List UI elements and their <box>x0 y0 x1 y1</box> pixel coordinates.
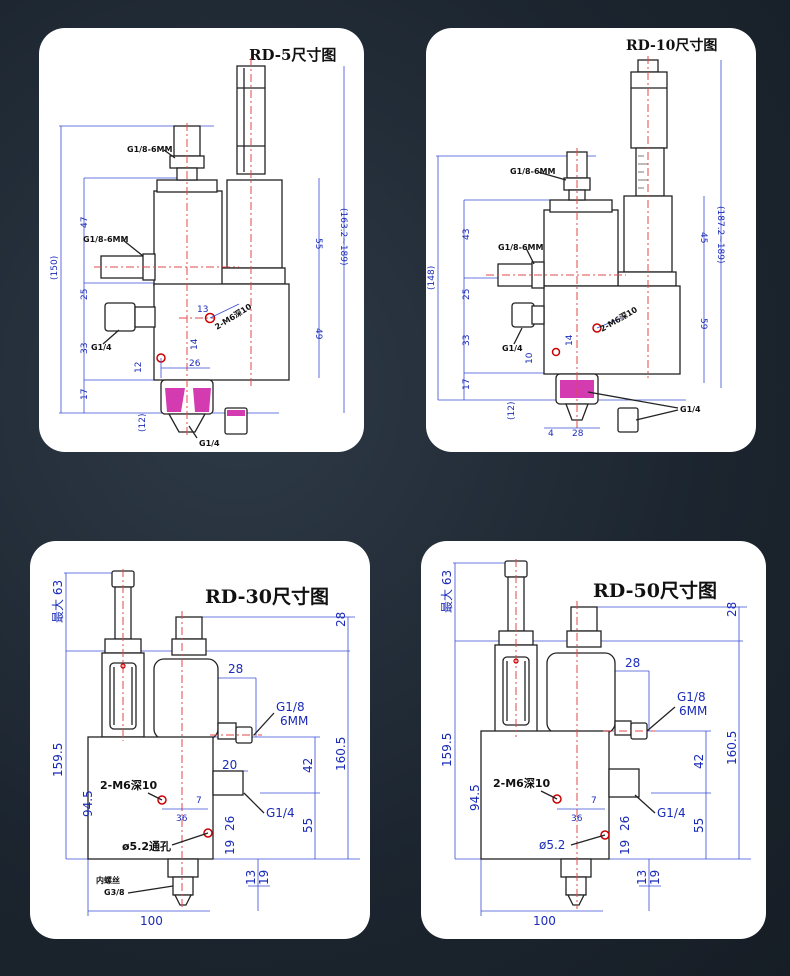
rd30-dim-42: 42 <box>301 758 315 773</box>
rd5-label-top-port: G1/8-6MM <box>127 145 172 154</box>
rd50-dim-94-5: 94.5 <box>468 784 482 811</box>
rd10-dim-43: 43 <box>462 229 472 240</box>
rd30-dim-26: 26 <box>223 816 237 831</box>
rd30-dim-max-63: 最大 63 <box>51 580 65 623</box>
rd50-dim-42: 42 <box>692 754 706 769</box>
rd10-dim-59: 59 <box>698 318 708 330</box>
rd30-dim-20: 20 <box>222 758 237 772</box>
rd5-label-side-port: G1/8-6MM <box>83 235 128 244</box>
rd50-dim-159-5: 159.5 <box>440 733 454 767</box>
rd10-dim-33: 33 <box>462 335 472 346</box>
rd10-dim-17: 17 <box>462 379 472 390</box>
rd10-dim-12: (12) <box>507 402 517 420</box>
rd50-label-through-hole: ø5.2 <box>539 838 565 852</box>
rd5-title: RD-5尺寸图 <box>249 46 336 64</box>
rd30-dim-159-5: 159.5 <box>51 743 65 777</box>
rd50-dim-13: 13 <box>635 870 649 885</box>
rd30-dim-7: 7 <box>196 796 202 806</box>
rd30-dim-28-top: 28 <box>334 612 348 627</box>
rd50-dim-36: 36 <box>571 814 583 824</box>
rd30-dim-36: 36 <box>176 814 188 824</box>
rd10-dim-25: 25 <box>462 289 472 300</box>
rd30-dim-55: 55 <box>301 818 315 833</box>
rd50-drawing: RD-50尺寸图 <box>440 559 751 928</box>
rd30-label-port-size: 6MM <box>280 714 308 728</box>
rd10-drawing-card: RD-10尺寸图 <box>426 28 756 452</box>
rd30-title: RD-30尺寸图 <box>205 585 329 608</box>
rd5-dim-17: 17 <box>80 389 90 400</box>
rd50-dim-19a: 19 <box>618 840 632 855</box>
rd50-dim-19b: 19 <box>648 870 662 885</box>
rd10-dim-4: 4 <box>548 429 554 439</box>
rd50-dim-100: 100 <box>533 914 556 928</box>
rd5-dim-25: 25 <box>80 289 90 300</box>
rd5-dim-26: 26 <box>189 359 201 369</box>
rd5-dim-12b: (12) <box>138 414 148 432</box>
rd10-label-top-port: G1/8-6MM <box>510 167 555 176</box>
rd10-label-inlet: G1/4 <box>502 344 523 353</box>
rd5-dim-13: 13 <box>197 305 208 315</box>
rd5-dim-total: (163.2~189) <box>338 208 348 266</box>
rd5-drawing-card: RD-5尺寸图 <box>39 28 364 452</box>
rd50-label-port: G1/8 <box>677 690 706 704</box>
rd50-title: RD-50尺寸图 <box>593 579 717 602</box>
rd30-drawing: RD-30尺寸图 <box>51 569 360 928</box>
rd30-drawing-card: RD-30尺寸图 <box>30 541 370 939</box>
rd10-dim-148: (148) <box>427 266 437 290</box>
rd30-label-through-hole: ø5.2通孔 <box>122 840 171 853</box>
rd5-dim-150: (150) <box>50 256 60 280</box>
rd30-dim-160-5: 160.5 <box>334 737 348 771</box>
rd10-dim-28: 28 <box>572 429 584 439</box>
rd10-title: RD-10尺寸图 <box>626 37 717 54</box>
rd30-dim-94-5: 94.5 <box>81 790 95 817</box>
rd5-label-inlet: G1/4 <box>91 343 112 352</box>
rd30-dim-13: 13 <box>244 870 258 885</box>
rd30-label-inlet: G1/4 <box>266 806 295 820</box>
rd5-dim-49: 49 <box>313 328 323 340</box>
rd10-label-outlet: G1/4 <box>680 405 701 414</box>
rd50-label-mount: 2-M6深10 <box>493 776 550 790</box>
rd50-dim-28-side: 28 <box>625 656 640 670</box>
rd50-dim-max-63: 最大 63 <box>440 570 454 613</box>
rd30-label-port: G1/8 <box>276 700 305 714</box>
rd10-drawing: RD-10尺寸图 <box>427 37 725 439</box>
rd50-label-port-size: 6MM <box>679 704 707 718</box>
rd5-dim-33: 33 <box>80 343 90 354</box>
rd30-label-inner-thread: 内螺丝 <box>96 875 120 885</box>
rd50-dim-26: 26 <box>618 816 632 831</box>
rd50-label-inlet: G1/4 <box>657 806 686 820</box>
rd10-dim-10: 10 <box>525 352 535 364</box>
rd30-dim-100: 100 <box>140 914 163 928</box>
rd30-label-mount: 2-M6深10 <box>100 778 157 792</box>
rd5-dim-12: 12 <box>134 362 144 373</box>
rd10-dim-14: 14 <box>565 334 575 346</box>
rd30-dim-19b: 19 <box>257 870 271 885</box>
rd10-dim-total: (187.2~189) <box>715 206 725 264</box>
rd5-dim-14: 14 <box>190 338 200 350</box>
rd50-dim-7: 7 <box>591 796 597 806</box>
rd5-dim-55: 55 <box>313 238 323 249</box>
rd5-drawing: RD-5尺寸图 <box>50 46 348 448</box>
rd10-dim-45: 45 <box>698 232 708 243</box>
rd50-dim-55: 55 <box>692 818 706 833</box>
rd30-label-thread-size: G3/8 <box>104 888 125 897</box>
rd10-label-side-port: G1/8-6MM <box>498 243 543 252</box>
rd30-dim-28-side: 28 <box>228 662 243 676</box>
rd30-dim-19a: 19 <box>223 840 237 855</box>
rd5-dim-47: 47 <box>80 217 90 228</box>
rd5-label-outlet: G1/4 <box>199 439 220 448</box>
rd50-dim-160-5: 160.5 <box>725 731 739 765</box>
rd50-drawing-card: RD-50尺寸图 <box>421 541 766 939</box>
rd50-dim-28-top: 28 <box>725 602 739 617</box>
